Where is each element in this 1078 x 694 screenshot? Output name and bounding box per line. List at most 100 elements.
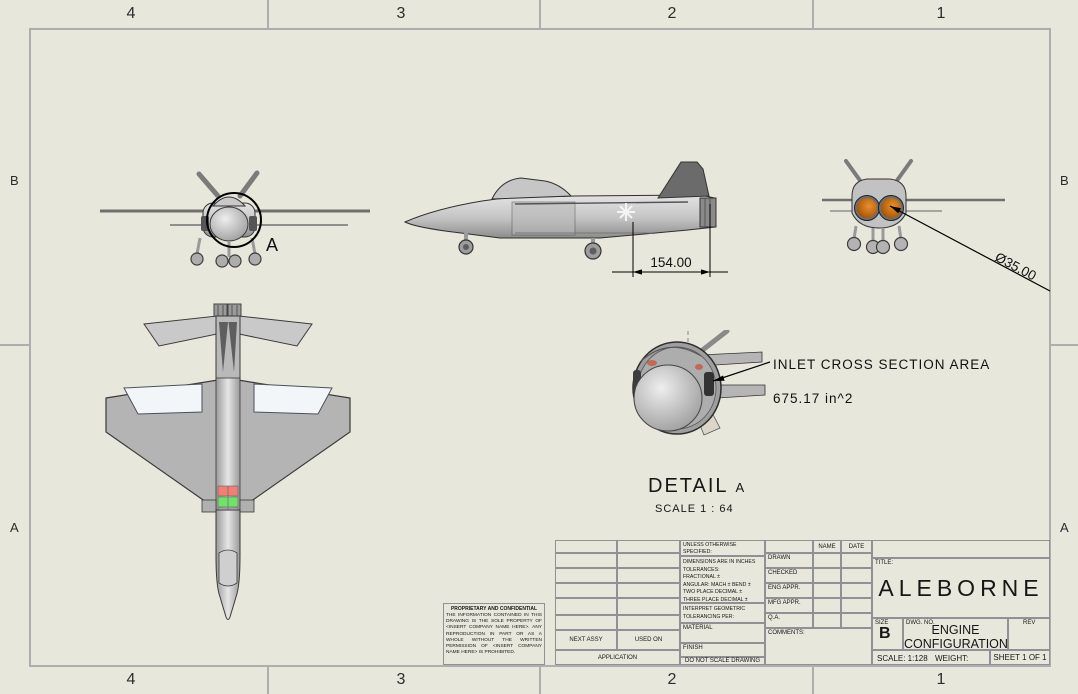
tb-empty-cell [841,553,872,568]
tb-finish: FINISH [683,645,703,651]
zone-tick [812,0,814,28]
top-left-tab [201,499,217,513]
zone-col-label: 2 [667,5,677,22]
zone-col-label: 3 [396,671,406,688]
top-right-stab [238,315,313,347]
rear-view[interactable]: Ø35.00 [815,150,1065,310]
tb-row-eng-appr: ENG APPR. [768,585,801,591]
side-tail-fin [657,161,710,199]
inlet-callout-value[interactable]: 675.17 in^2 [773,391,853,406]
zone-col-label: 2 [667,671,677,688]
top-right-tab [239,499,255,513]
detail-fin [697,330,730,355]
side-wing-edge [514,201,689,205]
detail-nose-dome [633,364,703,432]
zone-tick [267,0,269,28]
tb-empty-cell [617,583,680,598]
tb-scale: SCALE: 1:128 [877,654,928,663]
side-view[interactable]: 154.00 [395,155,740,285]
tb-size-box: SIZE B [872,618,903,650]
tb-empty-cell [841,583,872,598]
rear-gear-struts [852,225,903,242]
detail-circle-A[interactable] [206,192,262,248]
zone-col-label: 1 [936,5,946,22]
top-left-vtail [219,322,228,372]
diameter-dim-text[interactable]: Ø35.00 [993,249,1039,283]
tb-do-not-scale: DO NOT SCALE DRAWING [680,657,765,665]
zone-row-label: B [1060,173,1069,188]
tb-empty-cell [555,540,617,553]
side-nozzle [699,197,717,228]
top-right-vtail [228,322,237,372]
front-view[interactable]: A [90,140,380,300]
tb-rev-box: REV [1008,618,1050,650]
rear-gear-wheels [846,236,909,255]
detail-red-sliver [647,360,657,366]
top-right-panel [253,383,333,415]
tb-empty-cell [872,540,1050,558]
tb-name-header: NAME [813,540,841,553]
tb-unless: UNLESS OTHERWISE SPECIFIED: [683,542,737,555]
proprietary-note: PROPRIETARY AND CONFIDENTIAL THE INFORMA… [443,603,545,665]
tb-empty-cell [813,598,841,613]
tb-empty-cell [813,613,841,628]
tb-used-on: USED ON [617,630,680,650]
tb-dwg-name: ENGINE CONFIGURATION [904,623,1008,651]
side-canopy [491,177,573,200]
tb-row-checked: CHECKED [768,570,798,576]
tb-empty-cell [617,568,680,583]
inlet-callout[interactable]: INLET CROSS SECTION AREA 675.17 in^2 [712,357,990,406]
drawing-title: ALEBORNE [878,575,1044,601]
detail-canopy-arc [639,346,702,363]
top-view[interactable] [95,300,360,660]
tb-comments: COMMENTS: [768,630,805,636]
tb-scale-box: SCALE: 1:128 WEIGHT: [872,650,990,665]
zone-tick [0,344,29,346]
detail-view-ref: A [735,480,747,495]
tb-dwg-box: DWG. NO. ENGINE CONFIGURATION [903,618,1008,651]
front-gear-wheels [190,252,262,268]
zone-col-label: 4 [126,671,136,688]
zone-tick [267,666,269,694]
tb-empty-cell [765,540,813,553]
zone-row-label: A [10,520,19,535]
tb-material: MATERIAL [683,625,713,631]
proprietary-heading: PROPRIETARY AND CONFIDENTIAL [450,606,538,612]
detail-circle-letter[interactable]: A [266,235,278,255]
tb-empty-cell [617,553,680,568]
front-left-fin [196,171,221,199]
tb-empty-cell [555,598,617,615]
tb-empty-cell [841,613,872,628]
inlet-callout-title[interactable]: INLET CROSS SECTION AREA [773,357,990,372]
tb-empty-cell [841,568,872,583]
tb-next-assy: NEXT ASSY [555,630,617,650]
front-right-intake [249,216,257,231]
tb-empty-cell [841,598,872,613]
zone-tick [812,666,814,694]
tb-title-box: TITLE: ALEBORNE [872,558,1050,618]
side-intake [511,201,576,236]
detail-view[interactable]: INLET CROSS SECTION AREA 675.17 in^2 [615,330,1060,520]
diameter-dimension[interactable]: Ø35.00 [889,205,1051,292]
tb-sheet: SHEET 1 OF 1 [990,650,1050,665]
length-dim-text[interactable]: 154.00 [650,255,691,270]
tb-empty-cell [813,553,841,568]
detail-view-label[interactable]: DETAIL A [648,475,746,498]
top-left-panel [123,383,203,415]
tb-empty-cell [555,553,617,568]
tb-empty-cell [555,568,617,583]
tb-interpret: INTERPRET GEOMETRIC TOLERANCING PER: [683,606,746,620]
tb-dwg-label: DWG. NO. [906,620,935,626]
tb-weight: WEIGHT: [935,654,969,663]
tb-empty-cell [617,598,680,615]
length-dimension[interactable]: 154.00 [612,204,728,277]
tb-size-label: SIZE [875,620,889,626]
tb-row-drawn: DRAWN [768,555,791,561]
zone-col-label: 4 [126,5,136,22]
zone-tick [539,666,541,694]
tb-empty-cell [555,615,617,630]
tb-size-value: B [879,625,891,642]
top-left-stab [143,315,218,347]
tb-application: APPLICATION [555,650,680,665]
measure-point-star[interactable] [617,203,635,221]
